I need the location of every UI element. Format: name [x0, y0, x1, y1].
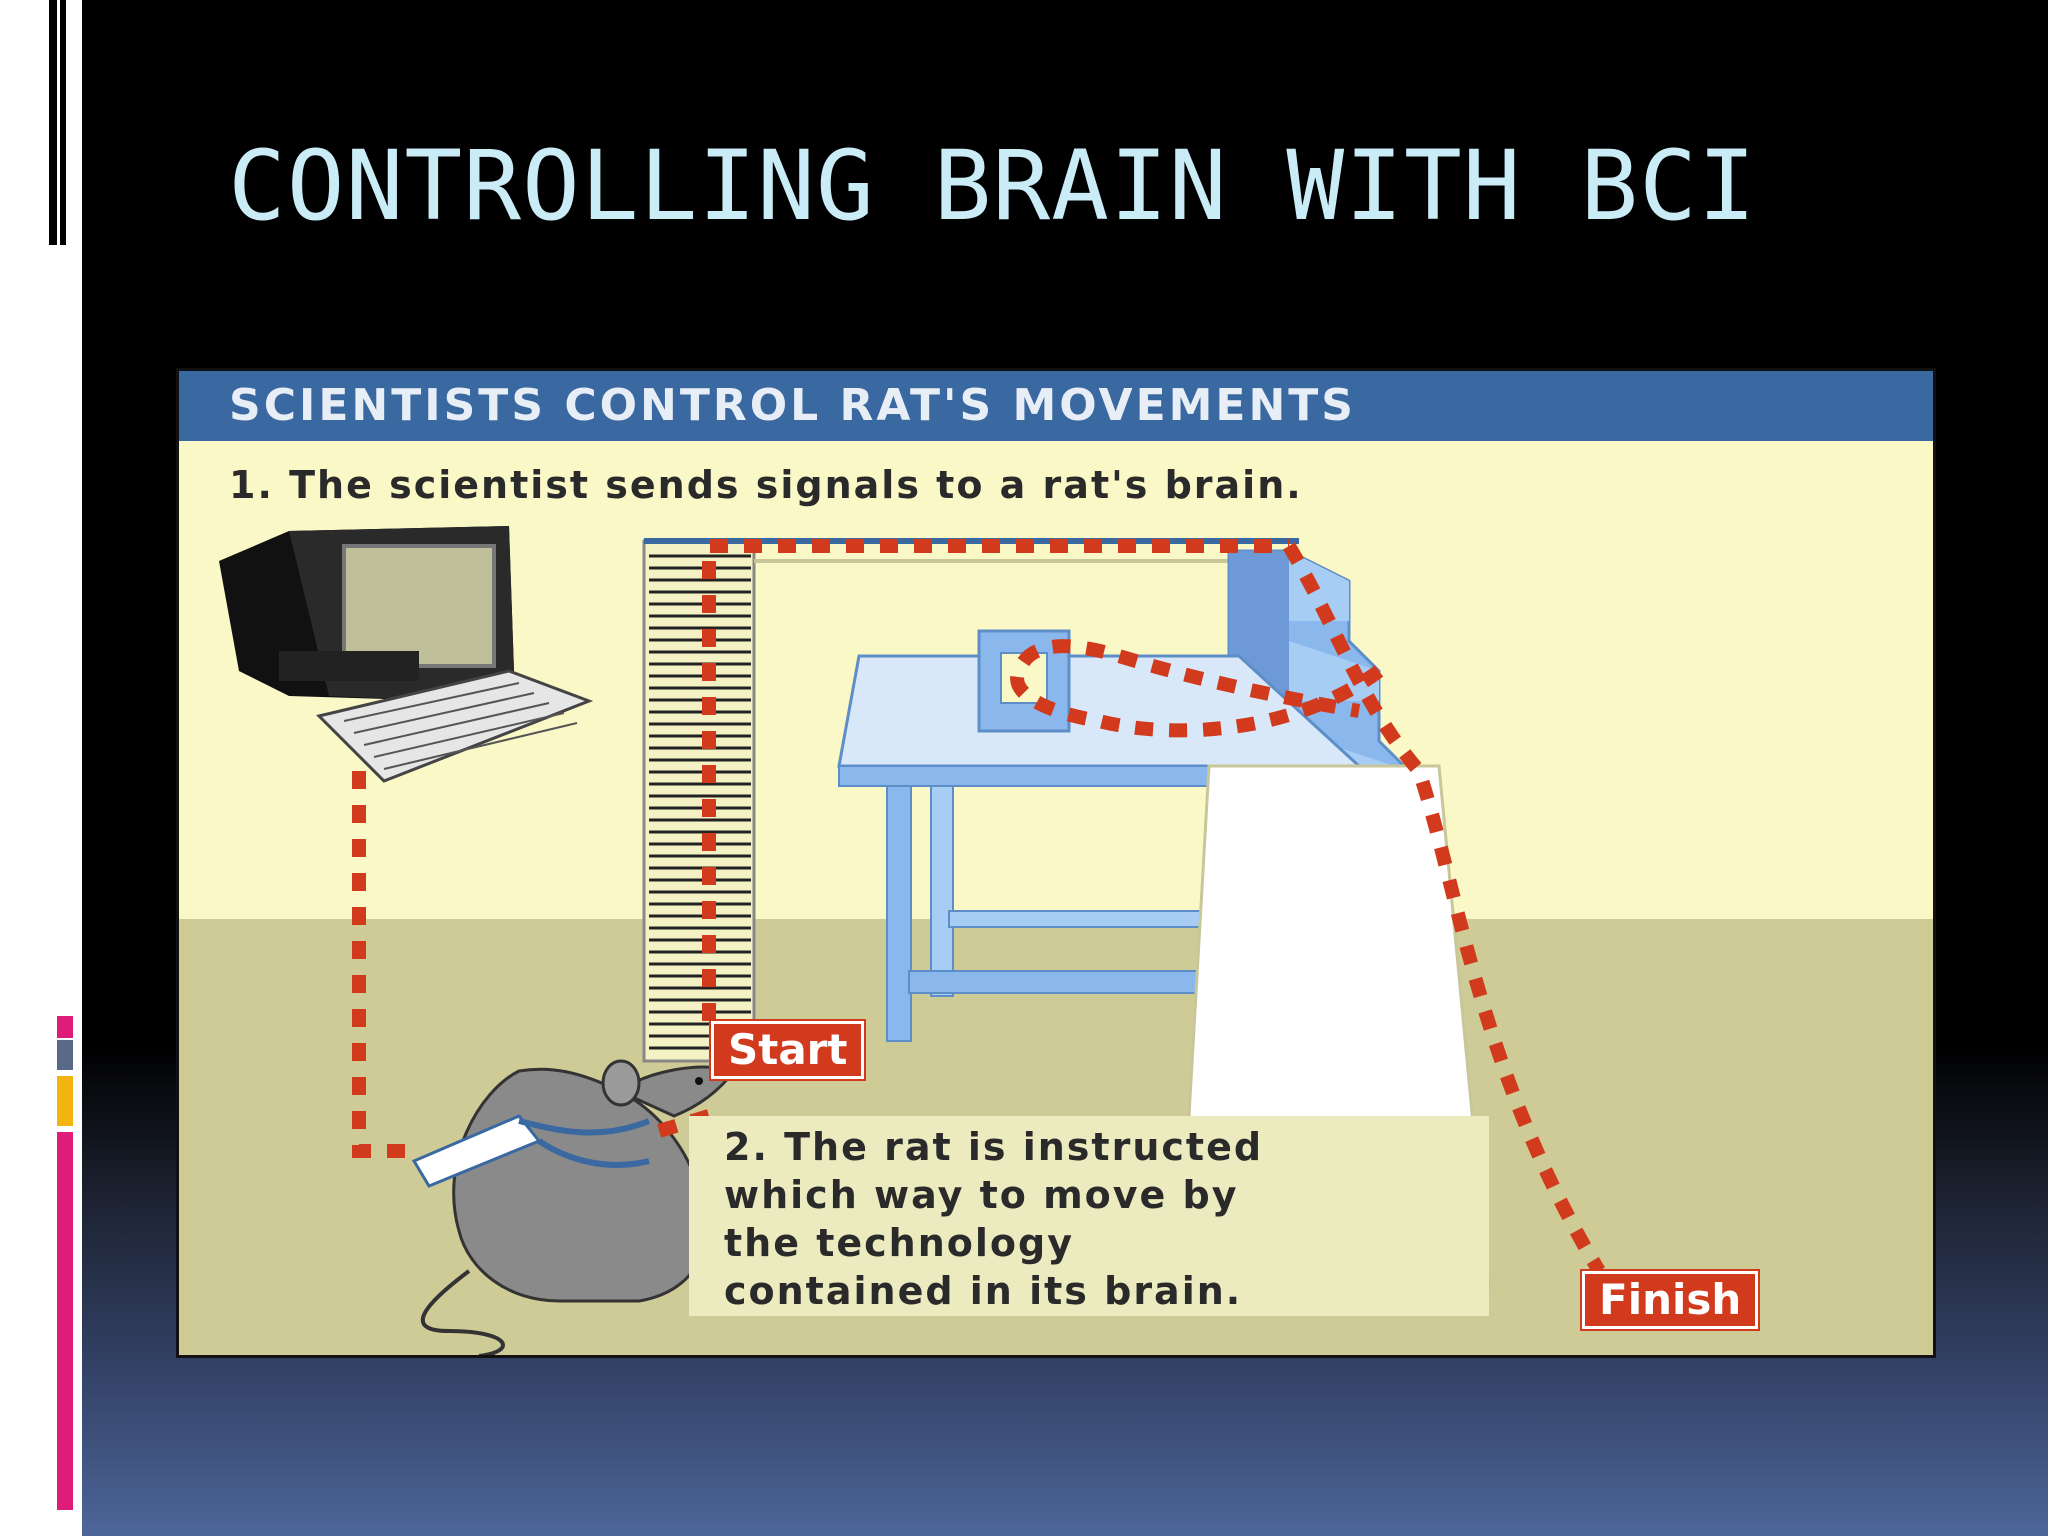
accent-pink-bottom	[57, 1132, 73, 1510]
step-2-text: 2. The rat is instructed which way to mo…	[724, 1123, 1464, 1315]
step-2-line-2: which way to move by	[724, 1173, 1239, 1217]
computer-monitor-icon	[219, 526, 514, 701]
panel-header: SCIENTISTS CONTROL RAT'S MOVEMENTS	[179, 371, 1933, 441]
step-2-background	[689, 1116, 1489, 1316]
accent-pink-top	[57, 1016, 73, 1038]
ladder-icon	[642, 538, 1299, 1063]
step-2-line-3: the technology	[724, 1221, 1074, 1265]
diagram-illustration	[219, 526, 1606, 1355]
deco-bar-2	[60, 0, 66, 245]
accent-gray	[57, 1040, 73, 1070]
finish-label: Finish	[1582, 1271, 1759, 1329]
step-2-line-1: 2. The rat is instructed	[724, 1125, 1264, 1169]
keyboard-icon	[316, 669, 594, 783]
slide-title: CONTROLLING BRAIN WITH BCI	[228, 130, 1757, 242]
step-1-text: 1. The scientist sends signals to a rat'…	[229, 463, 1303, 507]
step-2-line-4: contained in its brain.	[724, 1269, 1243, 1313]
deco-bar-1	[49, 0, 57, 245]
start-label: Start	[711, 1021, 865, 1079]
rat-icon	[411, 1059, 737, 1355]
accent-yellow	[57, 1076, 73, 1126]
diagram-panel: SCIENTISTS CONTROL RAT'S MOVEMENTS 1. Th…	[176, 368, 1936, 1358]
